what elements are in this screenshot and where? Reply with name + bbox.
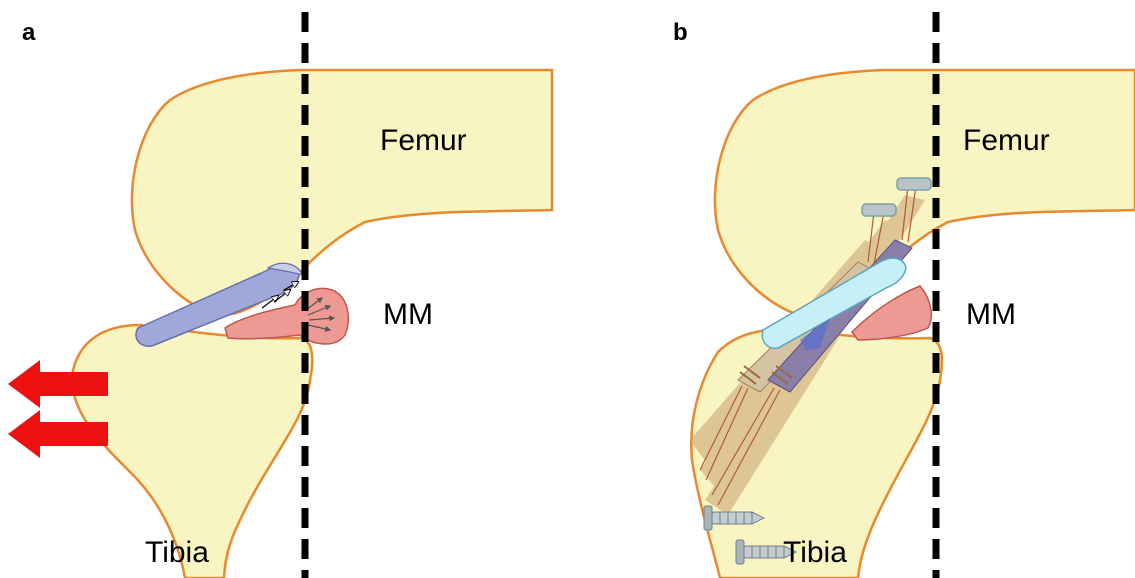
meniscus-label: MM: [383, 298, 433, 331]
tibia-label: Tibia: [145, 536, 209, 569]
panel-label: b: [673, 19, 688, 46]
femur-bone: [715, 70, 1135, 315]
meniscus-label: MM: [966, 298, 1016, 331]
femur-label: Femur: [380, 124, 467, 157]
panel-b: b Femur MM Tibia: [673, 12, 1135, 578]
tibia-label: Tibia: [783, 536, 847, 569]
femoral-button: [862, 204, 896, 216]
femur-label: Femur: [963, 124, 1050, 157]
femoral-button: [897, 178, 931, 190]
panel-a: a Femur MM Tibia: [8, 12, 552, 578]
panel-label: a: [22, 19, 36, 46]
femur-bone: [132, 70, 552, 315]
